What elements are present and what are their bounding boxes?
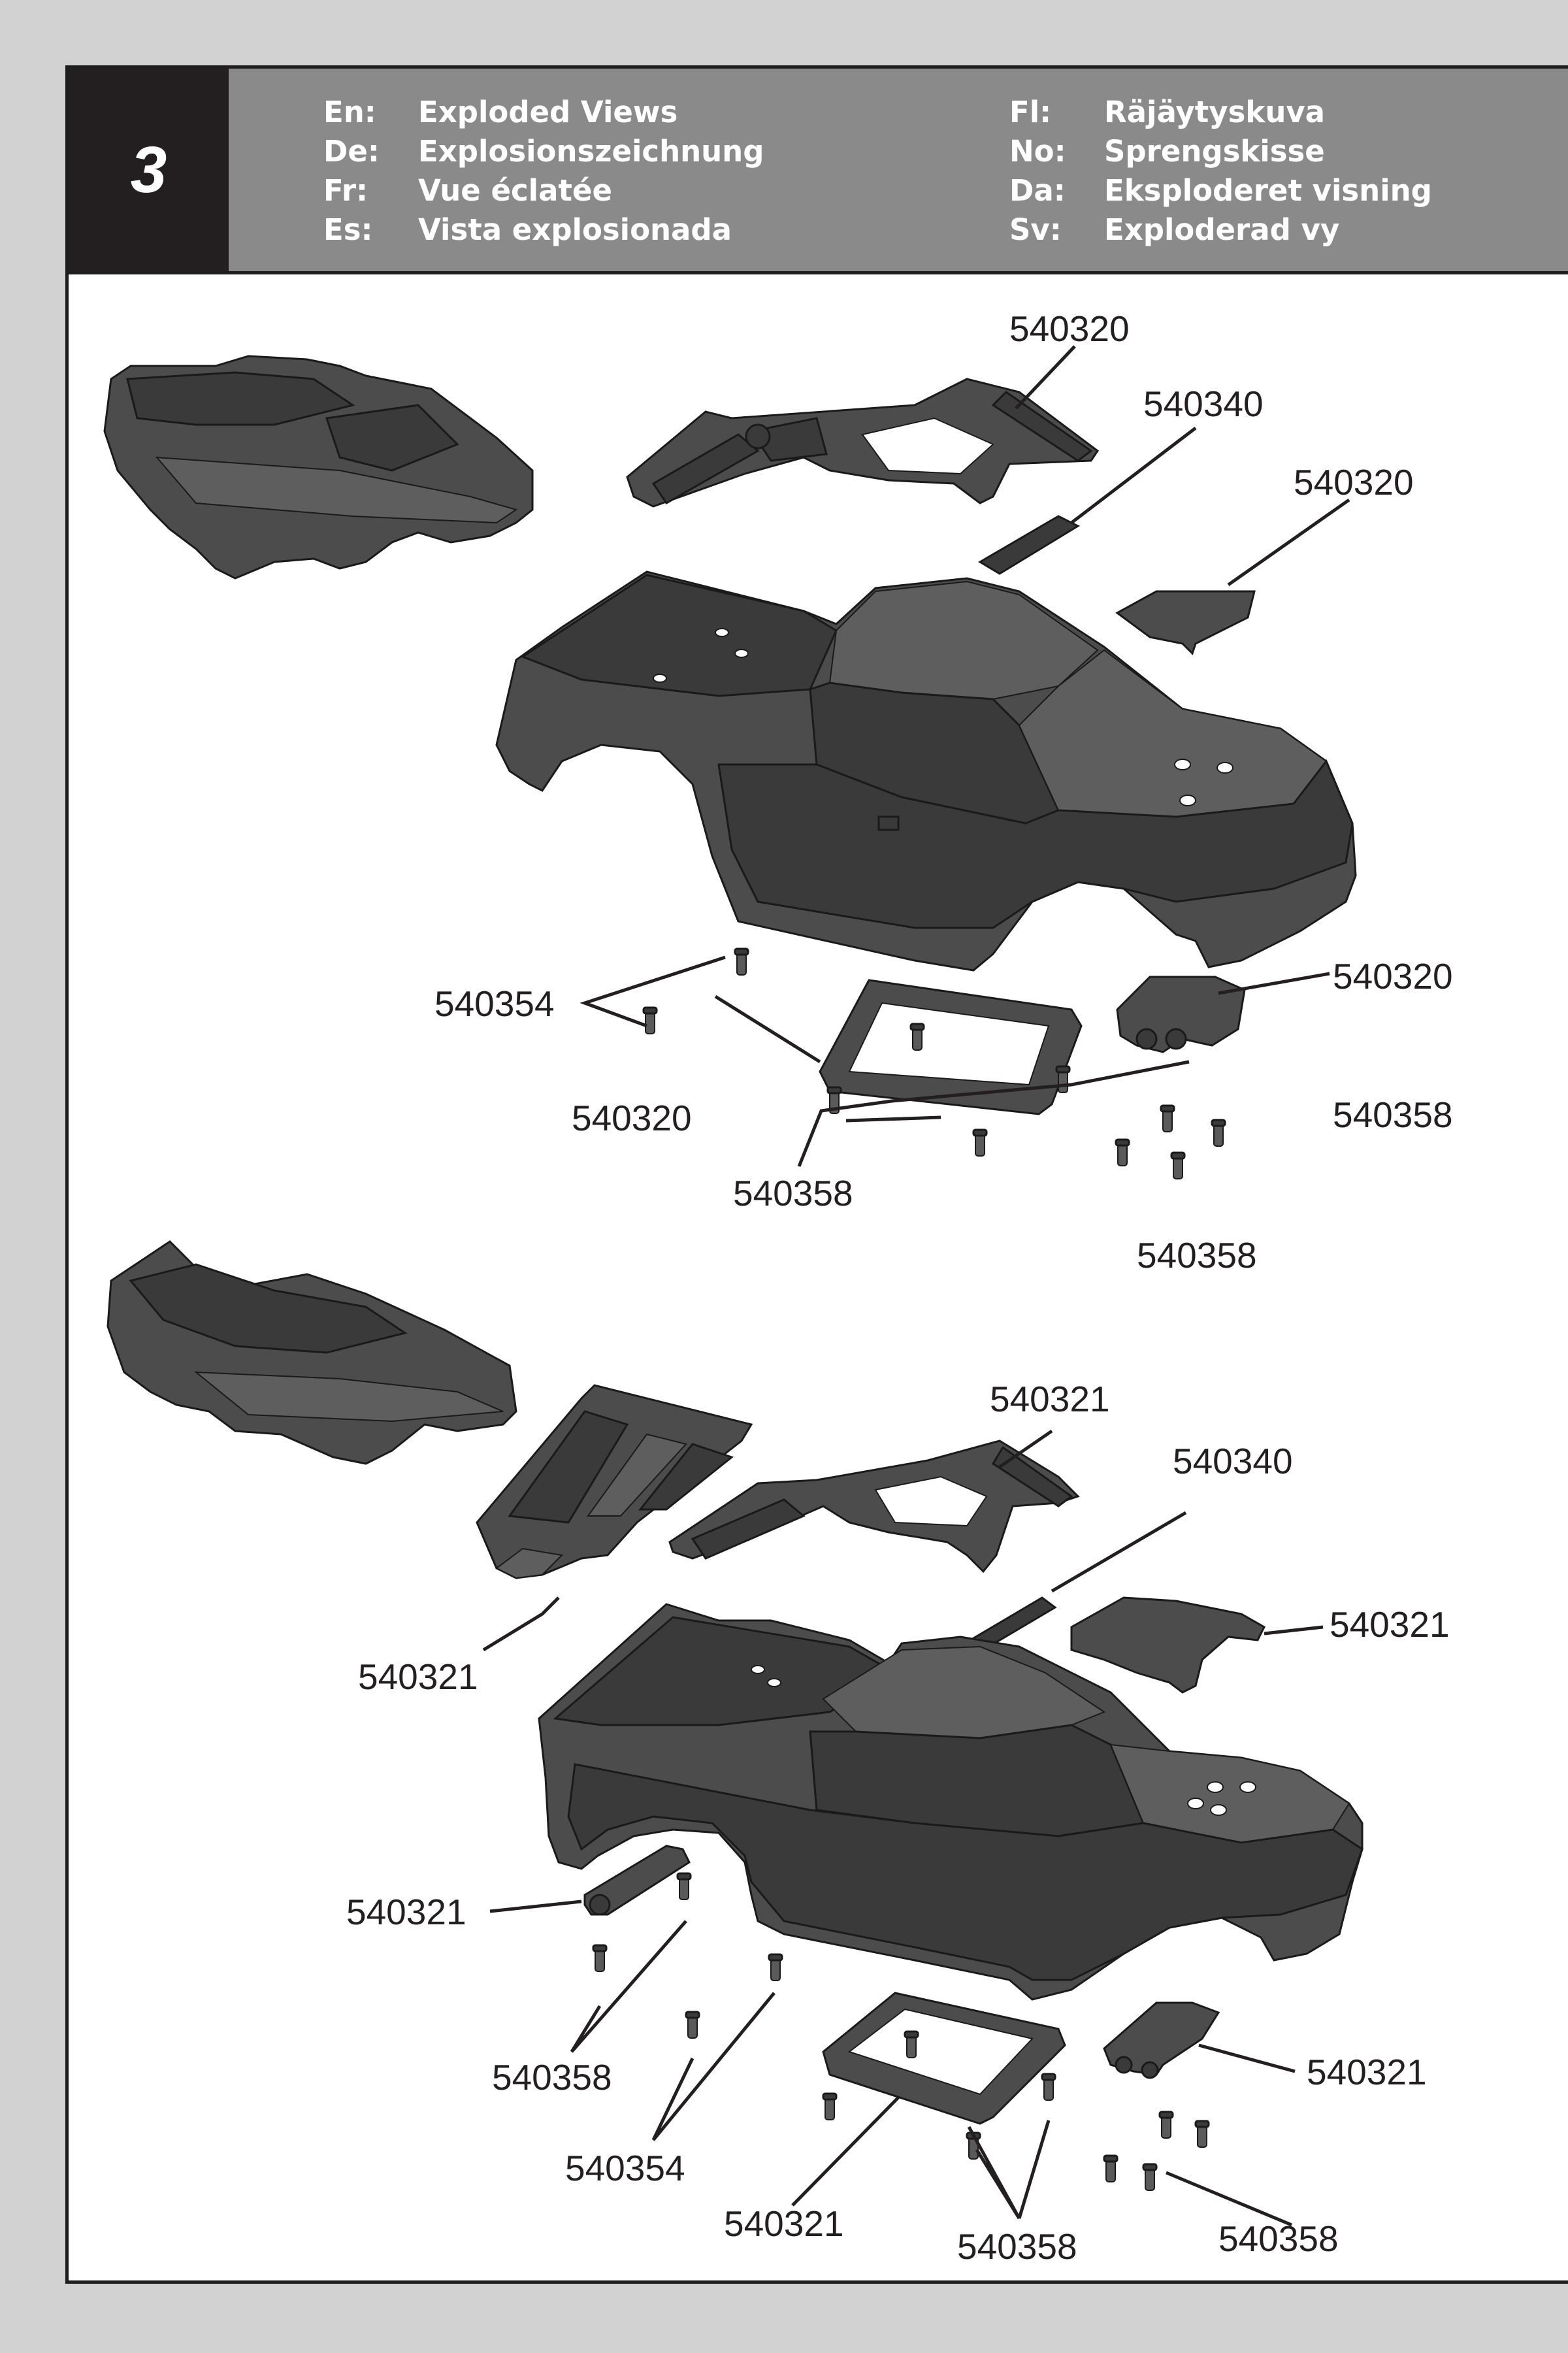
bottom-thumbnail-truck-body [106,1240,517,1465]
label-bottom-screws-mid: 540354 [565,2148,685,2188]
part-number-labels: 540320 540340 540320 540320 540354 54032… [346,308,1453,2267]
language-column-right: Fl:Räjäytyskuva No:Sprengskisse Da:Ekspl… [1009,92,1432,249]
step-number-box: 3 [69,69,229,271]
bottom-roll-cage [668,1440,1080,1573]
label-bottom-cage: 540321 [990,1379,1110,1419]
label-bottom-screws-left: 540358 [492,2057,612,2098]
bottom-battery-frame [822,1992,1066,2125]
label-top-frame: 540320 [572,1098,692,1138]
top-front-mount [1116,976,1246,1053]
language-column-left: En:Exploded Views De:Explosionszeichnung… [323,92,764,249]
step-header: 3 En:Exploded Views De:Explosionszeichnu… [69,69,1568,274]
top-leader-lines [580,345,1350,1167]
top-rear-cover [1115,590,1256,655]
top-thumbnail-truck-body [103,355,534,580]
language-row-en: En:Exploded Views [323,94,678,129]
bottom-front-mount [1103,2001,1220,2079]
top-roll-cage [626,378,1100,508]
label-bottom-plate: 540340 [1173,1441,1293,1481]
label-bottom-screws-right: 540358 [1218,2218,1339,2259]
language-row-fi: Fl:Räjäytyskuva [1009,94,1326,129]
label-bottom-cover: 540321 [1330,1604,1450,1645]
top-exploded-view [103,345,1357,1180]
language-row-es: Es:Vista explosionada [323,212,732,247]
language-row-no: No:Sprengskisse [1009,133,1325,169]
language-titles: En:Exploded Views De:Explosionszeichnung… [229,69,1568,271]
language-row-fr: Fr:Vue éclatée [323,173,612,208]
language-row-sv: Sv:Exploderad vy [1009,212,1340,247]
top-mount-plate [978,515,1081,575]
label-top-cover: 540320 [1294,462,1414,502]
top-battery-frame [819,979,1083,1115]
bottom-exploded-view [106,1240,1364,2227]
top-truck-body [495,570,1357,972]
label-top-cage: 540320 [1009,308,1130,349]
label-bottom-bar: 540321 [346,1892,466,1932]
bottom-rear-bar [583,1845,691,1916]
language-row-da: Da:Eksploderet visning [1009,173,1432,208]
label-top-screws-right-lower: 540358 [1137,1235,1257,1275]
label-top-screws-right: 540358 [1333,1094,1453,1135]
language-row-de: De:Explosionszeichnung [323,133,764,169]
label-top-screws-left: 540354 [434,983,555,1024]
bottom-leader-lines [482,1429,1324,2227]
label-top-plate: 540340 [1143,384,1264,424]
label-bottom-wing: 540321 [358,1656,478,1697]
bottom-rear-wing [476,1384,753,1579]
bottom-truck-body [538,1603,1364,2001]
label-bottom-mount: 540321 [1307,2052,1427,2092]
label-bottom-screws-frame: 540358 [957,2226,1077,2267]
bottom-rear-cover [1070,1596,1266,1694]
label-bottom-frame: 540321 [724,2203,844,2244]
label-top-screws-frame: 540358 [733,1173,853,1213]
label-top-mount: 540320 [1333,956,1453,996]
step-number: 3 [130,133,167,206]
